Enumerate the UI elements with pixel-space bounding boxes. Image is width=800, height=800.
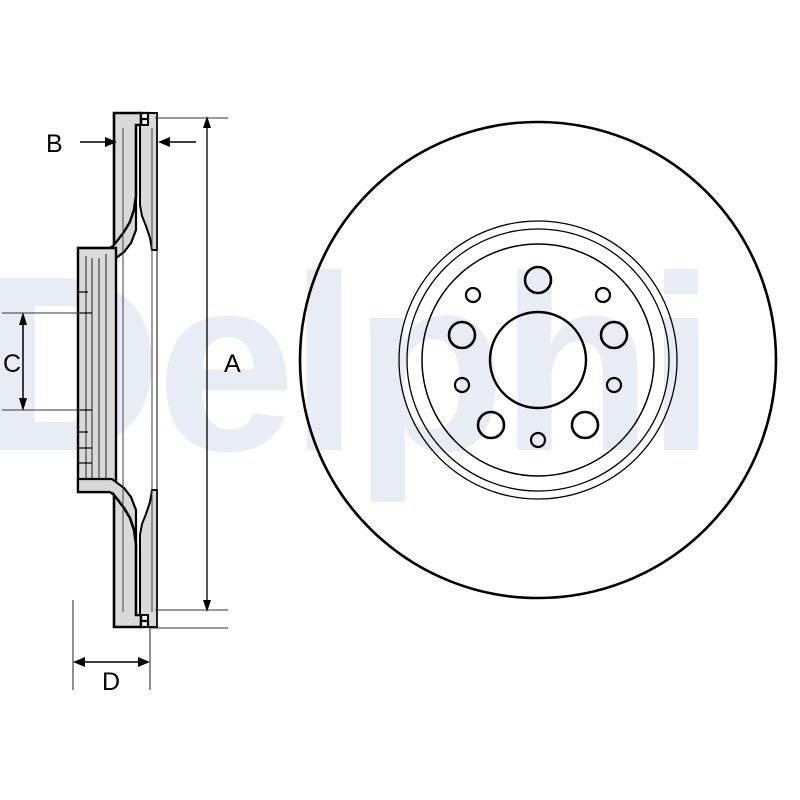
delphi-watermark: Delphi [0,224,716,503]
bolt-hole-group [447,265,629,440]
dimension-b: B [46,130,196,158]
dimension-a: A [155,116,241,612]
friction-band-inner-ring [406,228,670,492]
dimension-a-arrow-top [203,116,211,128]
friction-band-outer-ring [398,220,678,500]
bolt-hole [570,410,600,440]
dimension-c: C [2,312,80,411]
dimension-d: D [72,600,228,696]
bolt-hole [447,320,477,350]
cross-section-view [76,111,158,629]
dimension-d-arrow-left [73,657,85,667]
face-view [298,120,778,600]
disc-outer-edge [298,120,778,600]
vent-hole-group [453,286,623,449]
centre-bore [488,310,588,410]
bolt-hole [599,320,629,350]
section-hub-steps [78,291,92,464]
section-hub-hat [76,246,118,494]
section-lower-inner-plate [139,489,158,628]
bolt-hole [476,410,506,440]
dimension-b-label: B [46,130,63,158]
dimension-a-arrow-bottom [203,600,211,612]
bolt-hole [523,265,553,295]
vent-hole [594,286,612,304]
watermark-text: Delphi [0,224,710,503]
vent-hole [605,376,623,394]
hat-outer-ring [421,243,655,477]
vent-hole [464,286,482,304]
dimension-c-label: C [3,350,21,378]
section-lower-outer-plate [112,491,143,629]
section-vent-notch-top [139,111,150,121]
dimension-a-label: A [224,350,241,378]
dimension-b-arrow-left [105,137,117,147]
section-vent-core-lines [122,128,153,612]
dimension-d-label: D [102,668,120,696]
dimension-c-arrow-top [19,312,27,325]
dimension-c-arrow-bottom [19,398,27,411]
vent-hole [529,431,547,449]
dimension-d-arrow-right [138,657,150,667]
dimension-b-arrow-right [158,137,170,147]
section-vent-notch-bottom [139,619,150,629]
vent-hole [453,376,471,394]
section-hub-bore-lines [85,254,107,486]
